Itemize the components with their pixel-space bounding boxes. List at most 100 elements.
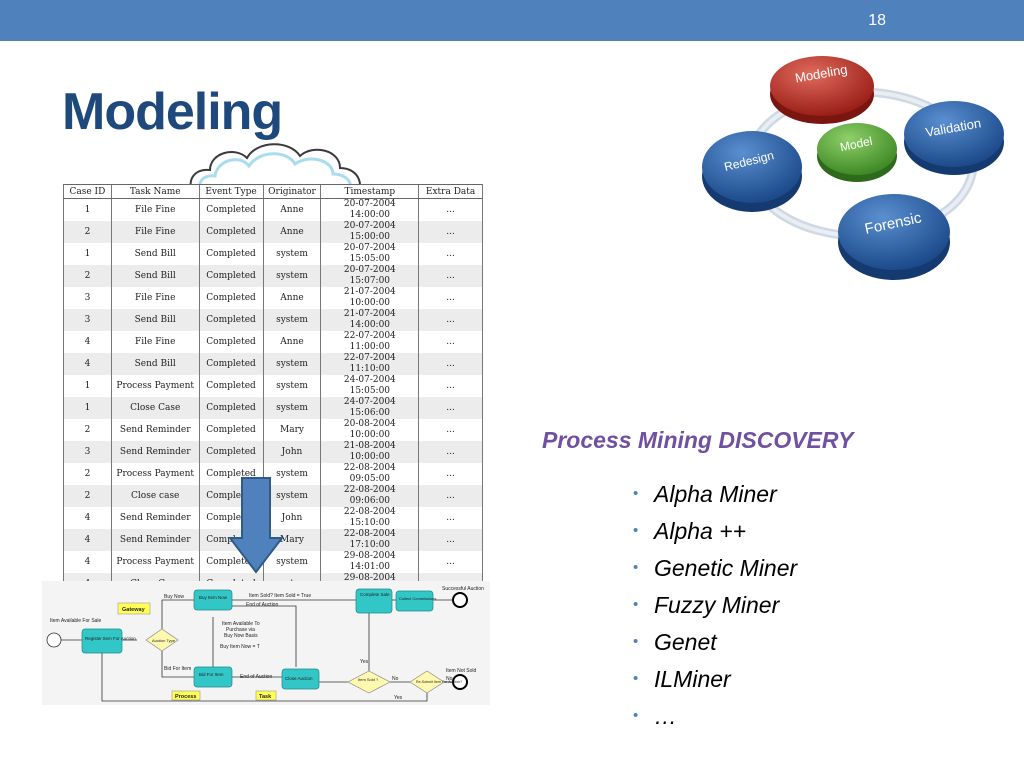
table-cell: 22-07-2004 11:00:00 [320,331,419,353]
table-cell: 2 [63,221,112,243]
table-cell: 22-08-2004 15:10:00 [320,507,419,529]
table-cell: Send Reminder [110,507,200,529]
table-cell: system [262,243,321,265]
column-header: Timestamp [320,184,419,199]
table-cell: 2 [63,485,112,507]
table-cell: 20-07-2004 15:07:00 [320,265,419,287]
process-model-diagram: Item Available For Sale Gateway Process … [42,581,490,705]
table-cell: Process Payment [110,463,200,485]
label-auction-type: Auction Type [152,638,176,643]
table-cell: system [262,463,321,485]
svg-text:Model: Model [839,134,874,154]
table-cell: Completed [198,221,264,243]
table-cell: Completed [198,441,264,463]
label-available-1: Item Available To [222,621,260,627]
table-cell: 4 [63,331,112,353]
gateway-item-sold [347,670,391,694]
task-buy-item-now [193,589,233,611]
table-cell: Completed [198,198,264,221]
table-cell: system [262,397,321,419]
slide-number: 18 [868,12,886,29]
table-cell: Process Payment [110,375,200,397]
table-cell: Close case [110,485,200,507]
label-close-auction: Close Auction [285,676,313,681]
table-cell: ... [418,397,483,419]
label-bid-for-item: Bid For Item [199,672,224,677]
table-cell: Completed [198,309,264,331]
table-cell: ... [418,287,483,309]
table-cell: ... [418,221,483,243]
label-item-sold-q: Item Sold ? [358,677,379,682]
label-end-auction-2: End of Auction [240,674,272,680]
table-cell: Send Reminder [110,441,200,463]
table-cell: ... [418,485,483,507]
table-cell: ... [418,419,483,441]
table-cell: Anne [262,198,321,221]
table-cell: 21-07-2004 10:00:00 [320,287,419,309]
task-close-auction [281,668,320,690]
table-cell: Anne [262,287,321,309]
label-no-2: No [446,676,453,682]
table-cell: Anne [262,221,321,243]
column-header: Case ID [63,184,112,199]
label-item-sold-cond: Item Sold? Item Sold = True [249,593,311,599]
node-validation: Validation [904,101,1004,175]
column-header: Task Name [110,184,200,199]
table-cell: system [262,353,321,375]
list-item: Alpha Miner [632,478,797,515]
node-forensic: Forensic [838,194,950,280]
label-successful-auction: Successful Auction [442,586,484,592]
list-item: Genet [632,626,797,663]
label-gateway-legend: Gateway [122,607,146,613]
table-cell: ... [418,551,483,573]
table-cell: John [262,507,321,529]
list-item: Alpha ++ [632,515,797,552]
table-cell: 2 [63,419,112,441]
column-header: Event Type [198,184,264,199]
table-cell: 22-08-2004 17:10:00 [320,529,419,551]
table-cell: Close Case [110,397,200,419]
label-task-legend: Task [259,694,272,700]
node-model: Model [817,123,897,182]
table-cell: 3 [63,309,112,331]
label-no: No [392,676,399,682]
table-cell: ... [418,441,483,463]
top-bar: 18 [0,0,1024,41]
table-cell: 4 [63,551,112,573]
legend-process [171,690,201,701]
node-modeling: Modeling [770,56,874,124]
label-available-2: Purchase via [226,627,255,633]
sequence-flows [61,599,452,702]
table-cell: 3 [63,441,112,463]
slide-title: Modeling [62,83,283,141]
table-cell: 20-08-2004 10:00:00 [320,419,419,441]
table-cell: 21-08-2004 10:00:00 [320,441,419,463]
task-register-item [81,628,123,654]
table-cell: system [262,309,321,331]
task-bid-for-item [193,666,233,688]
table-cell: Send Bill [110,353,200,375]
list-item: … [632,700,797,737]
modeling-cycle-diagram: Modeling Validation Model Redesign Foren… [702,56,1004,280]
table-cell: ... [418,243,483,265]
table-cell: 22-08-2004 09:05:00 [320,463,419,485]
task-collect-commissions [395,590,434,612]
table-cell: 4 [63,353,112,375]
table-cell: 2 [63,265,112,287]
table-cell: system [262,375,321,397]
table-cell: 1 [63,243,112,265]
table-cell: 1 [63,375,112,397]
table-cell: John [262,441,321,463]
table-cell: ... [418,265,483,287]
table-cell: Send Reminder [110,419,200,441]
table-cell: ... [418,507,483,529]
table-cell: ... [418,309,483,331]
